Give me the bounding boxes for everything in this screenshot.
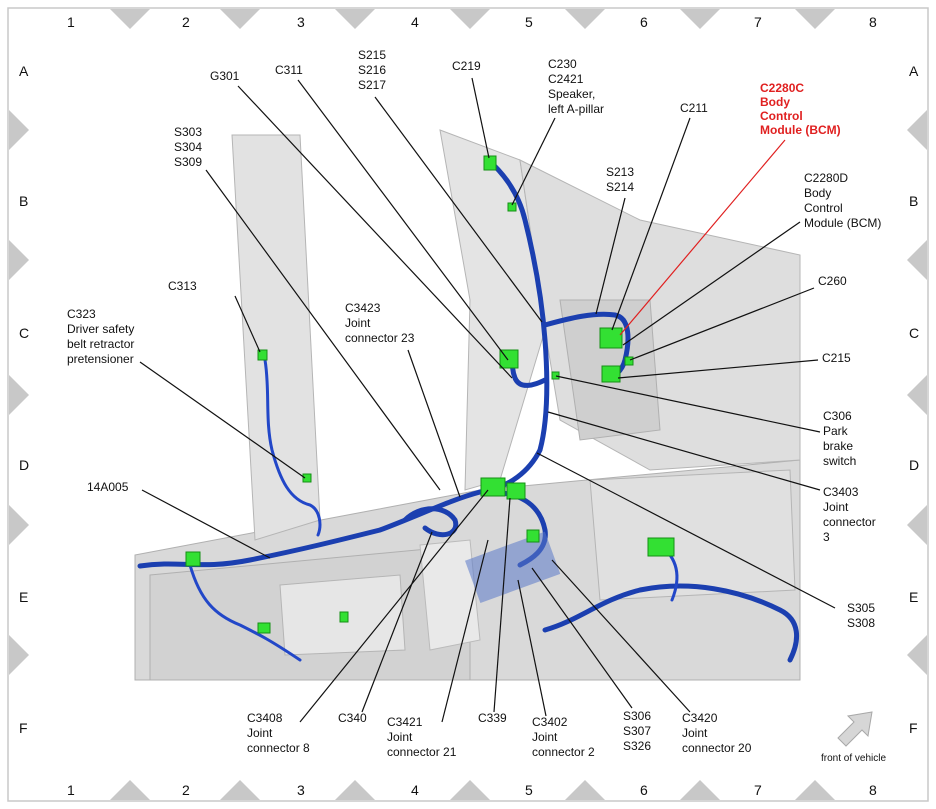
grid-col-label: 5 bbox=[525, 782, 533, 798]
label-c313: C313 bbox=[168, 279, 197, 293]
grid-col-label: 2 bbox=[182, 782, 190, 798]
label-c339: C339 bbox=[478, 711, 507, 725]
label-c3423: C3423 Joint connector 23 bbox=[345, 301, 415, 345]
label-c215: C215 bbox=[822, 351, 851, 365]
connector-right bbox=[647, 537, 675, 557]
label-c3403: C3403 Joint connector 3 bbox=[823, 485, 879, 544]
label-c2280c: C2280C Body Control Module (BCM) bbox=[760, 81, 841, 137]
label-s303: S303 S304 S309 bbox=[174, 125, 205, 169]
grid-col-label: 6 bbox=[640, 14, 648, 30]
grid-col-label: 4 bbox=[411, 782, 419, 798]
connector-left bbox=[185, 551, 201, 567]
label-s305: S305 S308 bbox=[847, 601, 878, 630]
vehicle-body-illustration bbox=[134, 129, 801, 681]
grid-col-label: 7 bbox=[754, 782, 762, 798]
grid-row-label: E bbox=[909, 589, 918, 605]
grid-row-label: F bbox=[19, 720, 28, 736]
connector-c219 bbox=[483, 155, 497, 171]
grid-col-label: 3 bbox=[297, 782, 305, 798]
grid-col-label: 3 bbox=[297, 14, 305, 30]
connector-c306 bbox=[551, 371, 560, 380]
connector-floor-2 bbox=[339, 611, 349, 623]
connector-c260 bbox=[624, 356, 634, 366]
grid-row-label: D bbox=[19, 457, 29, 473]
grid-rows-right: A B C D E F bbox=[909, 63, 919, 736]
grid-row-label: C bbox=[909, 325, 919, 341]
grid-columns-bottom: 1 2 3 4 5 6 7 8 bbox=[67, 782, 877, 798]
arrow-up-right-icon bbox=[837, 711, 873, 747]
grid-row-label: F bbox=[909, 720, 918, 736]
label-c3421: C3421 Joint connector 21 bbox=[387, 715, 457, 759]
label-s306: S306 S307 S326 bbox=[623, 709, 654, 753]
grid-col-label: 1 bbox=[67, 14, 75, 30]
label-c2280d: C2280D Body Control Module (BCM) bbox=[804, 171, 881, 230]
connector-c3420 bbox=[526, 529, 540, 543]
label-c306: C306 Park brake switch bbox=[823, 409, 856, 468]
label-c323: C323 Driver safety belt retractor preten… bbox=[67, 307, 138, 366]
connector-c2280c bbox=[599, 327, 623, 349]
front-of-vehicle-label: front of vehicle bbox=[821, 753, 886, 764]
label-c211: C211 bbox=[680, 101, 708, 115]
grid-col-label: 5 bbox=[525, 14, 533, 30]
callout-labels: G301 C311 S215 S216 S217 C219 C230 C2421… bbox=[67, 48, 881, 759]
grid-col-label: 2 bbox=[182, 14, 190, 30]
grid-col-label: 4 bbox=[411, 14, 419, 30]
grid-col-label: 7 bbox=[754, 14, 762, 30]
label-c260: C260 bbox=[818, 274, 847, 288]
grid-col-label: 6 bbox=[640, 782, 648, 798]
grid-row-label: B bbox=[19, 193, 28, 209]
leader-lines bbox=[139, 77, 836, 723]
grid-column-markers-top bbox=[9, 9, 927, 800]
connector-c313 bbox=[257, 349, 268, 361]
grid-row-label: E bbox=[19, 589, 28, 605]
label-c3420: C3420 Joint connector 20 bbox=[682, 711, 752, 755]
connector-floor bbox=[257, 622, 271, 634]
label-c230: C230 C2421 Speaker, left A-pillar bbox=[548, 57, 604, 116]
grid-row-label: B bbox=[909, 193, 918, 209]
front-of-vehicle-indicator: front of vehicle bbox=[821, 711, 886, 764]
label-s215: S215 S216 S217 bbox=[358, 48, 389, 92]
grid-rows-left: A B C D E F bbox=[19, 63, 29, 736]
connector-c323 bbox=[302, 473, 312, 483]
label-c3408: C3408 Joint connector 8 bbox=[247, 711, 310, 755]
grid-row-label: A bbox=[19, 63, 29, 79]
label-s213: S213 S214 bbox=[606, 165, 637, 194]
grid-row-label: A bbox=[909, 63, 919, 79]
connector-c230 bbox=[507, 202, 517, 212]
grid-row-label: D bbox=[909, 457, 919, 473]
label-c219: C219 bbox=[452, 59, 481, 73]
grid-columns-top: 1 2 3 4 5 6 7 8 bbox=[67, 14, 877, 30]
connector-c339 bbox=[506, 482, 526, 500]
grid-row-label: C bbox=[19, 325, 29, 341]
grid-col-label: 8 bbox=[869, 14, 877, 30]
label-c340: C340 bbox=[338, 711, 367, 725]
connector-c215 bbox=[601, 365, 621, 383]
grid-col-label: 1 bbox=[67, 782, 75, 798]
label-g301: G301 bbox=[210, 69, 240, 83]
label-14a005: 14A005 bbox=[87, 480, 129, 494]
label-c311: C311 bbox=[275, 63, 303, 77]
label-c3402: C3402 Joint connector 2 bbox=[532, 715, 595, 759]
grid-col-label: 8 bbox=[869, 782, 877, 798]
